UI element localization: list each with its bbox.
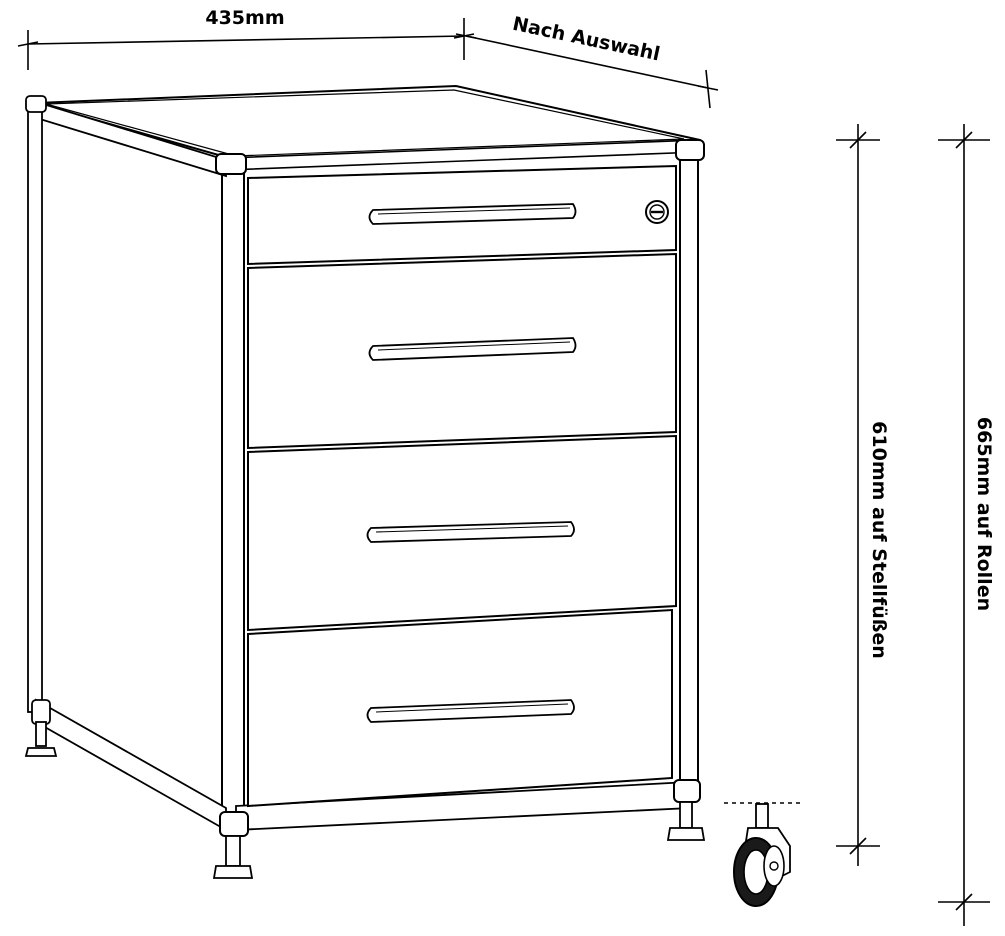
drawer-3 (247, 434, 677, 632)
drawer-2 (247, 252, 677, 450)
height-feet-label: 610mm auf Stellfüßen (868, 421, 890, 659)
height-casters-dimension (938, 124, 990, 926)
depth-dimension (455, 33, 719, 109)
corner-cap-front-left-bottom (219, 811, 249, 837)
front-frame-left (221, 163, 245, 825)
lock-icon (645, 200, 669, 224)
depth-label: Nach Auswahl (511, 13, 662, 66)
corner-cap-front-right-top (675, 139, 705, 161)
drawer-4 (247, 608, 673, 808)
corner-cap-front-right-bottom (673, 779, 701, 803)
corner-cap-back-left-bottom (31, 699, 51, 725)
caster-wheel-icon (724, 802, 800, 907)
drawer-stack (247, 164, 677, 808)
corner-cap-front-left-top (215, 153, 247, 175)
corner-cap-back-left-top (25, 95, 47, 113)
height-casters-label: 665mm auf Rollen (973, 417, 995, 611)
front-frame-right (679, 149, 699, 791)
pedestal-cabinet (25, 84, 705, 837)
leveling-foot-icon (24, 721, 706, 879)
top-drawer (247, 164, 677, 266)
width-label: 435mm (205, 7, 284, 29)
height-feet-dimension (836, 124, 880, 866)
